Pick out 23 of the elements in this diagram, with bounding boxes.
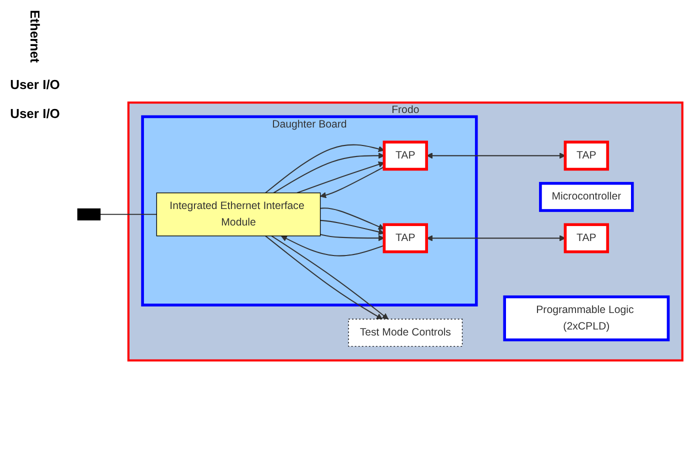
arrow [320, 166, 384, 198]
arrow [320, 234, 384, 242]
arrow [273, 152, 384, 194]
bus-label: Ethernet [28, 10, 42, 63]
node-box: TAP [564, 140, 610, 171]
arrow [320, 208, 384, 230]
arrow [426, 152, 566, 159]
arrow [280, 236, 384, 256]
node-box: Integrated Ethernet Interface Module [156, 192, 321, 236]
node-box: TAP [382, 140, 428, 171]
arrow [265, 144, 384, 194]
port-label: User I/O [10, 106, 60, 121]
node-box: Programmable Logic (2xCPLD) [503, 295, 670, 342]
node-box: TAP [564, 223, 610, 254]
arrow [426, 235, 566, 242]
connector [100, 214, 157, 215]
arrow [296, 161, 384, 194]
arrow [320, 220, 384, 235]
node-box [77, 208, 101, 220]
node-box: Microcontroller [539, 182, 634, 212]
node-box: Test Mode Controls [348, 318, 463, 347]
port-label: User I/O [10, 76, 60, 92]
node-box: TAP [382, 223, 428, 254]
